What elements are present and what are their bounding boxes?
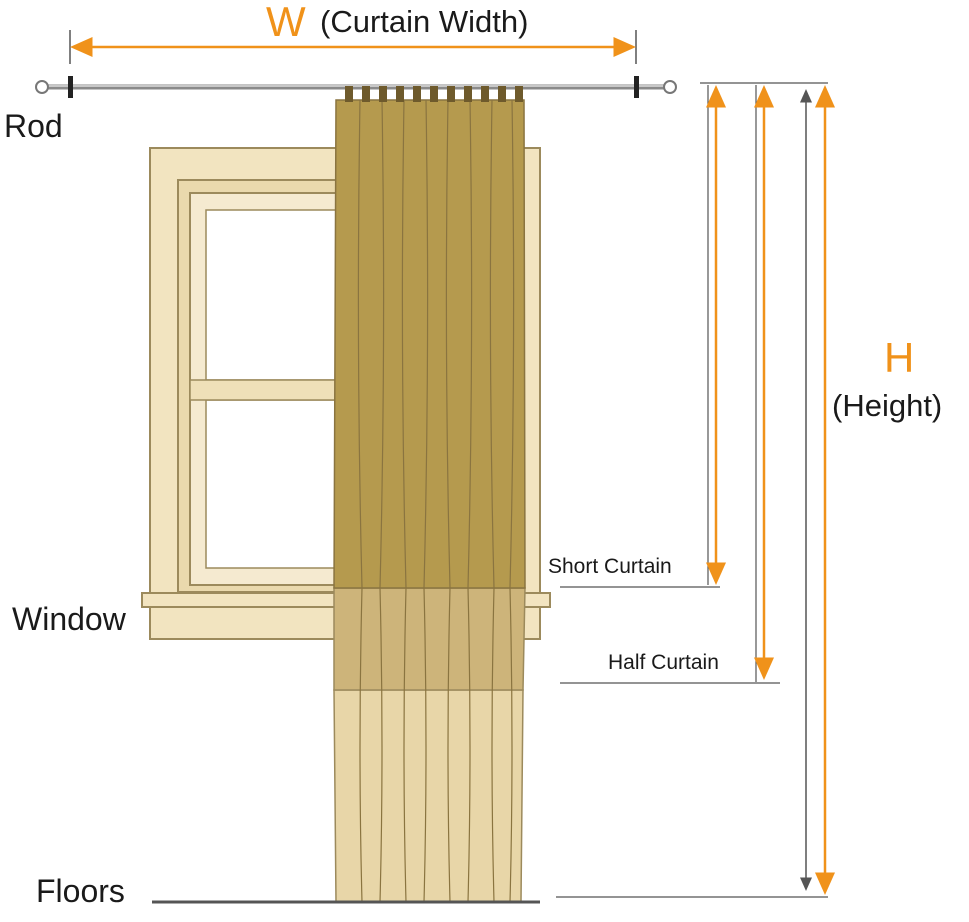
height-caption: (Height) — [832, 388, 943, 423]
short-curtain-label: Short Curtain — [548, 555, 672, 578]
height-letter: H — [884, 334, 915, 381]
width-caption: (Curtain Width) — [320, 4, 529, 39]
rod-finial-left — [35, 80, 49, 94]
window-label: Window — [12, 601, 126, 637]
floors-label: Floors — [36, 873, 125, 909]
width-dimension — [69, 30, 637, 64]
rod-label: Rod — [4, 108, 63, 144]
half-curtain-label: Half Curtain — [608, 651, 719, 674]
curtain-rod — [35, 76, 677, 98]
rod-bracket-left — [68, 76, 73, 98]
curtain-illustration — [333, 86, 526, 903]
height-reference-lines — [556, 82, 828, 898]
rod-finial-right — [663, 80, 677, 94]
height-arrows — [706, 85, 835, 895]
width-letter: W — [266, 0, 306, 45]
rod-bracket-right — [634, 76, 639, 98]
